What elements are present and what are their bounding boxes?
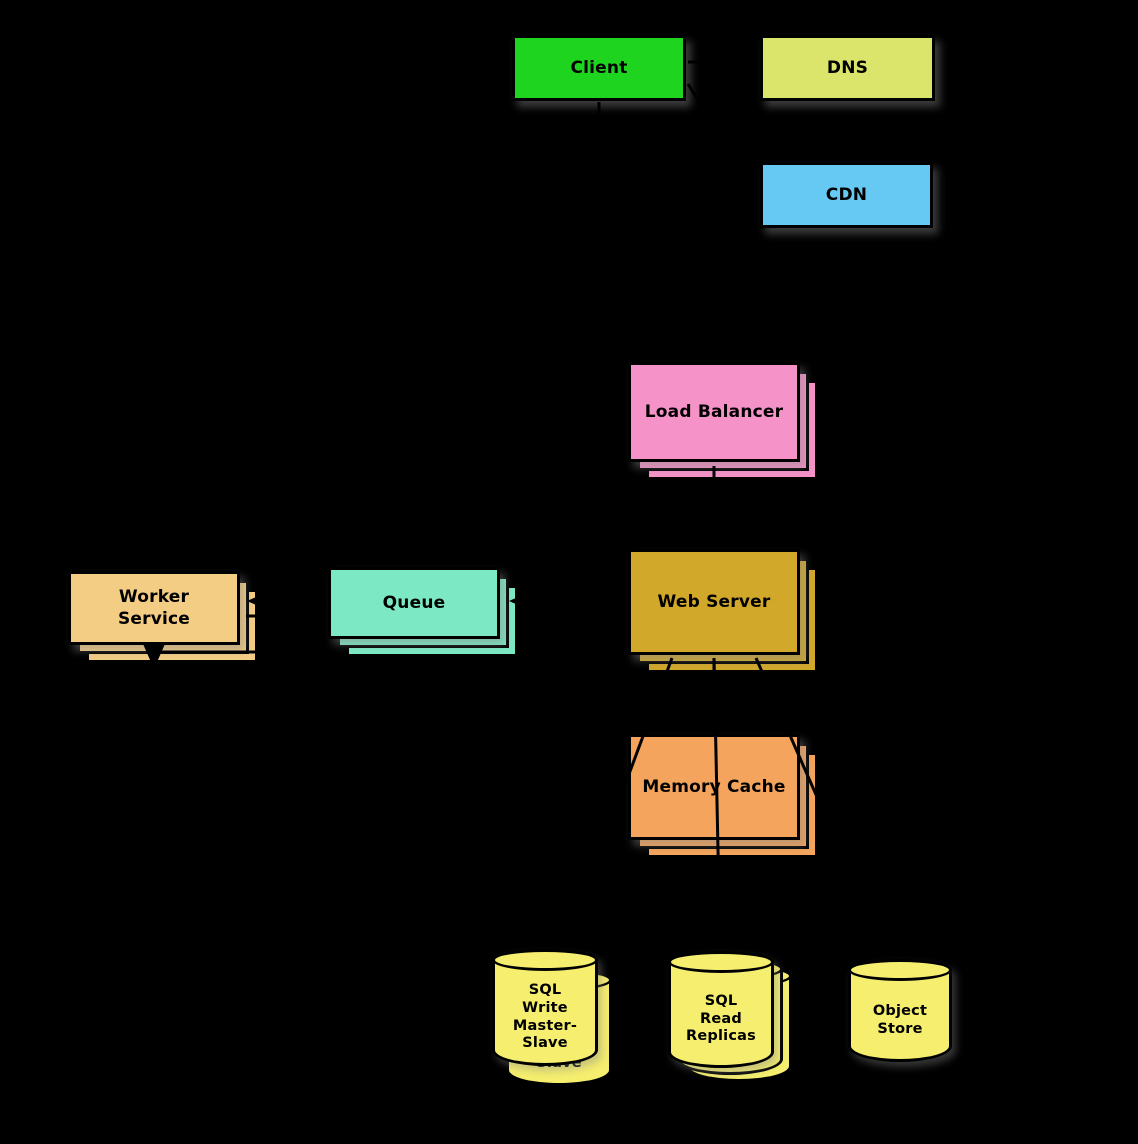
sql-read-replicas-node: SQL Read Replicas — [668, 951, 792, 1082]
dns-node: DNS — [760, 35, 935, 101]
object-store-node: Object Store — [848, 959, 952, 1062]
client-node: Client — [512, 35, 686, 101]
cdn-label: CDN — [825, 184, 868, 205]
memory-cache-box: Memory Cache — [628, 734, 800, 840]
load-balancer-node: Load Balancer — [628, 362, 818, 480]
worker-service-label: Worker Service — [117, 586, 191, 629]
sql-write-master-slave-node: SQL Write Master- Slave SQL Write Master… — [492, 949, 612, 1086]
sql-read-cylinder: SQL Read Replicas — [668, 951, 774, 1068]
sql-write-cylinder: SQL Write Master- Slave — [492, 949, 598, 1066]
dns-label: DNS — [826, 57, 869, 78]
worker-service-box: Worker Service — [68, 571, 240, 645]
sql-read-label: SQL Read Replicas — [686, 992, 756, 1045]
object-store-label: Object Store — [872, 1002, 928, 1037]
client-box: Client — [512, 35, 686, 101]
queue-box: Queue — [328, 567, 500, 639]
queue-label: Queue — [382, 592, 446, 613]
memory-cache-node: Memory Cache — [628, 734, 818, 858]
object-store-cylinder: Object Store — [848, 959, 952, 1062]
load-balancer-box: Load Balancer — [628, 362, 800, 462]
web-server-label: Web Server — [657, 591, 771, 612]
edge-client-cdn — [686, 83, 752, 185]
client-label: Client — [570, 57, 628, 78]
worker-service-node: Worker Service — [68, 571, 258, 663]
load-balancer-label: Load Balancer — [644, 401, 784, 422]
memory-cache-label: Memory Cache — [642, 776, 786, 797]
cdn-node: CDN — [760, 162, 933, 228]
edge-client-lb — [597, 102, 725, 356]
web-server-node: Web Server — [628, 549, 818, 673]
web-server-box: Web Server — [628, 549, 800, 655]
sql-write-label: SQL Write Master- Slave — [512, 982, 578, 1052]
queue-node: Queue — [328, 567, 518, 657]
cdn-box: CDN — [760, 162, 933, 228]
dns-box: DNS — [760, 35, 935, 101]
